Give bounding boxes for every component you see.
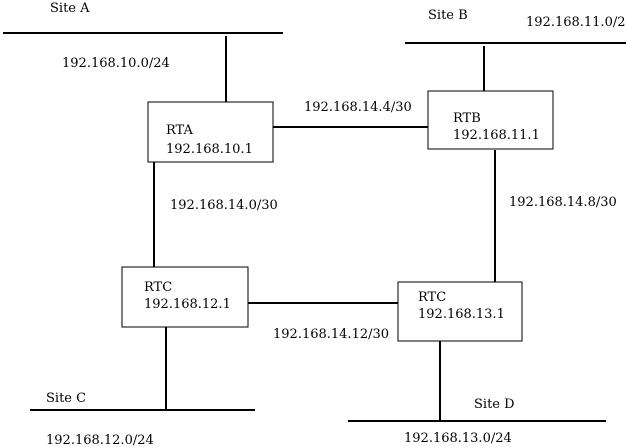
site-b-name: Site B bbox=[428, 8, 468, 23]
router-rtc-right-box bbox=[397, 281, 523, 342]
site-a-network: 192.168.10.0/24 bbox=[62, 56, 170, 71]
site-c-network: 192.168.12.0/24 bbox=[46, 433, 154, 447]
router-rtb-name: RTB bbox=[453, 111, 481, 126]
site-d-name: Site D bbox=[474, 397, 515, 412]
site-a-name: Site A bbox=[50, 1, 90, 16]
router-rtb-ip: 192.168.11.1 bbox=[453, 128, 540, 143]
router-rtc-left-ip: 192.168.12.1 bbox=[144, 297, 231, 312]
router-rtc-right-ip: 192.168.13.1 bbox=[418, 307, 505, 322]
router-rta-name: RTA bbox=[166, 123, 194, 138]
router-rtb: RTB 192.168.11.1 bbox=[427, 90, 554, 150]
router-rtc-left-box bbox=[121, 266, 249, 328]
link-rtb-rtc-subnet: 192.168.14.8/30 bbox=[509, 195, 617, 210]
router-rta-ip: 192.168.10.1 bbox=[166, 142, 253, 157]
router-rta: RTA 192.168.10.1 bbox=[147, 101, 274, 163]
router-rtc-left: RTC 192.168.12.1 bbox=[121, 266, 249, 328]
router-rtc-right-name: RTC bbox=[418, 290, 446, 305]
link-rta-rtb-subnet: 192.168.14.4/30 bbox=[304, 100, 412, 115]
link-rtc-rtc-subnet: 192.168.14.12/30 bbox=[273, 327, 389, 342]
site-d-network: 192.168.13.0/24 bbox=[404, 431, 512, 446]
router-rtc-right: RTC 192.168.13.1 bbox=[397, 281, 523, 342]
link-rta-rtc-subnet: 192.168.14.0/30 bbox=[170, 198, 278, 213]
router-rta-box bbox=[147, 101, 274, 163]
router-rtc-left-name: RTC bbox=[144, 280, 172, 295]
site-c-name: Site C bbox=[46, 391, 86, 406]
router-rtb-box bbox=[427, 90, 554, 150]
site-b-network: 192.168.11.0/24 bbox=[526, 15, 626, 30]
